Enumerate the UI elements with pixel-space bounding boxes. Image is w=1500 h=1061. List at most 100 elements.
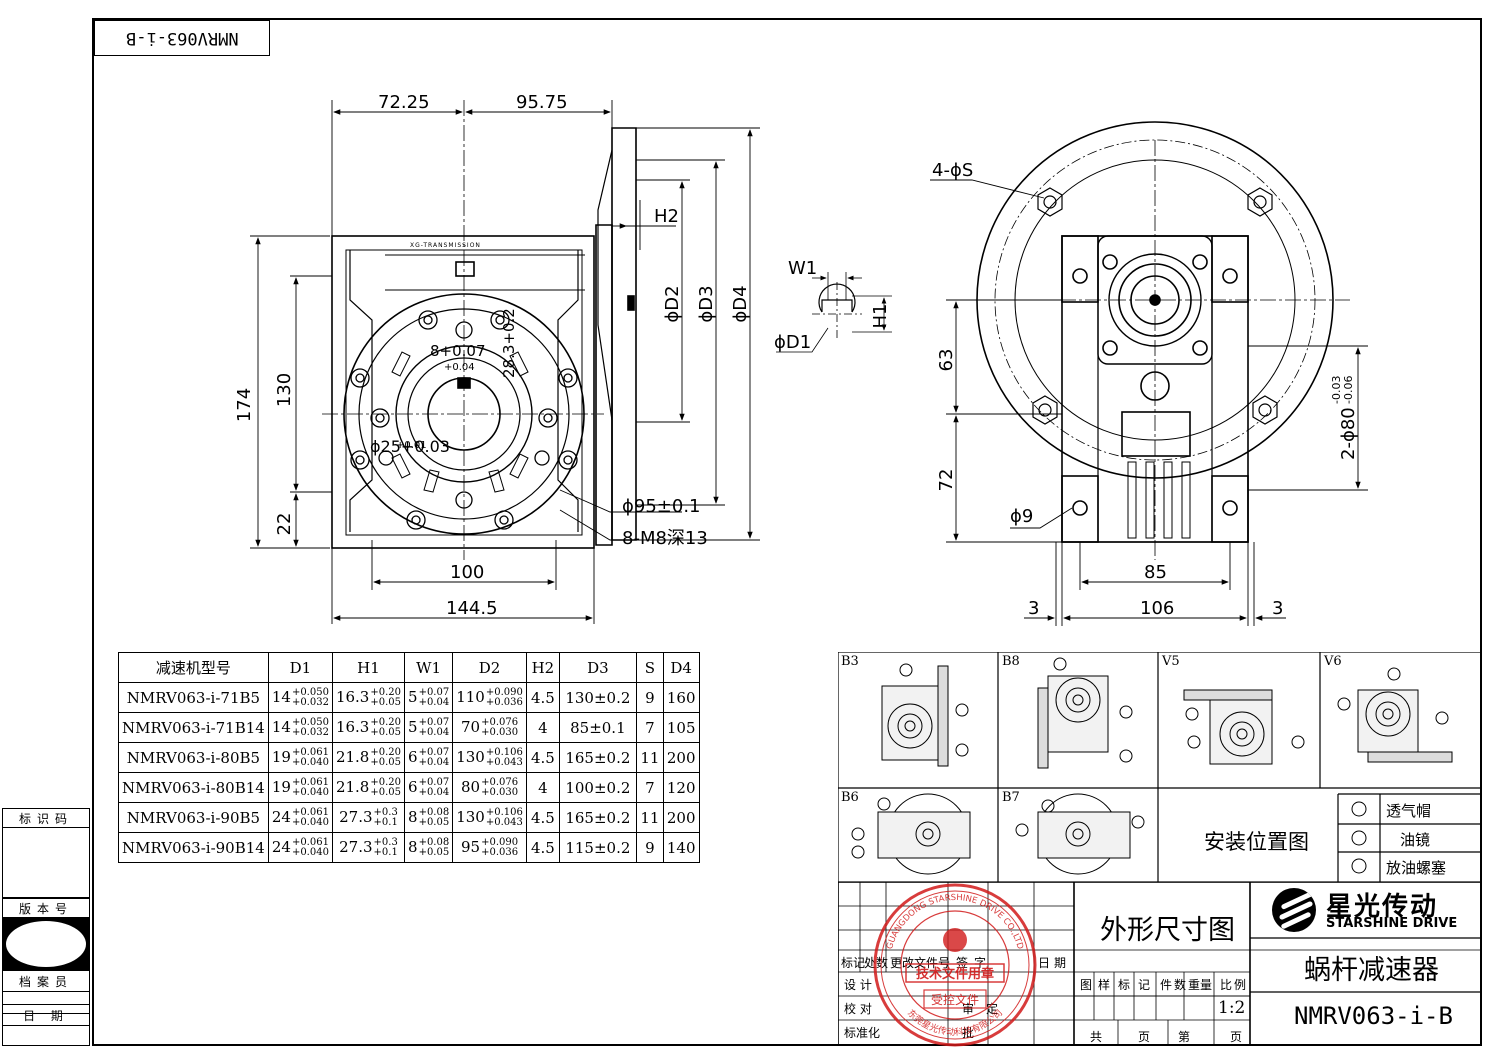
cell-d2-nominal: 110 [456,687,485,706]
product-name: 蜗杆减速器 [1304,955,1439,986]
cell-d2-lower: +0.036 [485,696,523,708]
col-d4: D4 [662,652,700,683]
cell-d4: 140 [662,832,700,863]
dim-22: 22 [274,513,295,536]
strip-id-code-label: 标识码 [18,811,73,826]
cell-d2: 110+0.090+0.036 [452,682,527,713]
col-d3: D3 [558,652,637,683]
strip-version: 版本号 [2,898,90,918]
title-block: 标记 处数 更改文件号 签 字 日 期 设 计 校 对 标准化 审 定 批 图 … [838,882,1482,1046]
dim-25-bore: ϕ25+0.03 [370,437,450,456]
dim-4-s: 4-ϕS [932,160,973,181]
cell-d1-upper: +0.061 [291,776,329,788]
housing-outline [331,235,595,549]
tb-approve-a: 批 [962,1026,975,1040]
dim-80-tol-lower: -0.06 [1342,376,1355,404]
cell-d1-lower: +0.040 [291,816,329,828]
cell-h1: 27.3+0.3+0.1 [331,832,406,863]
cell-s: 11 [635,742,664,773]
cell-d1-nominal: 14 [271,687,291,706]
cell-d2-nominal: 130 [456,807,485,826]
tb-attr-0: 图 [1080,978,1093,992]
strip-archivist-blank [2,992,90,1014]
cell-d1-nominal: 19 [271,777,291,796]
cell-d2-tolerance: +0.076+0.030 [481,777,519,798]
dim-106: 106 [1140,598,1174,619]
tb-approve2: 定 [986,1002,999,1016]
strip-date-blank [2,1026,90,1046]
cell-h1-lower: +0.1 [373,816,398,828]
dim-3-left: 3 [1028,598,1039,619]
cell-d1: 14+0.050+0.032 [267,712,333,743]
cell-w1-lower: +0.04 [418,786,450,798]
cell-h2: 4.5 [525,802,560,833]
cell-d2-lower: +0.043 [485,756,523,768]
cell-d2-tolerance: +0.090+0.036 [481,837,518,858]
cell-w1-lower: +0.04 [418,726,450,738]
spec-header-row: 减速机型号 D1 H1 W1 D2 H2 D3 S D4 [118,652,700,683]
cell-w1: 5+0.07+0.04 [404,712,454,743]
cell-d1: 24+0.061+0.040 [267,832,333,863]
cell-w1-tolerance: +0.07+0.04 [418,776,450,798]
tb-check: 校 对 [844,1002,872,1016]
mount-label-b6: B6 [841,790,859,805]
tb-page: 页 [1138,1030,1151,1044]
cell-d4: 160 [662,682,700,713]
xg-badge: XG-TRANSMISSION [410,242,481,249]
mount-thumbnails [851,657,1453,875]
cell-d2-lower: +0.030 [481,786,519,798]
cell-h1-nominal: 16.3 [335,687,370,706]
company-stamp: GUANGDONG STARSHINE DRIVE CO.,LTD 东莞星光传动… [873,883,1037,1047]
col-s: S [635,652,664,683]
strip-id-blank [2,828,90,898]
mount-label-v5: V5 [1162,654,1180,669]
dim-3-right: 3 [1272,598,1283,619]
tb-nth: 第 [1178,1030,1191,1044]
cell-d1-lower: +0.032 [291,696,329,708]
dim-95: ϕ95±0.1 [622,496,701,517]
cell-w1-upper: +0.07 [418,776,450,788]
cell-model: NMRV063-i-90B14 [118,832,269,863]
cell-d2-lower: +0.030 [481,726,519,738]
cell-h1-lower: +0.1 [373,846,398,858]
strip-archivist-label: 档案员 [18,974,73,989]
cell-h1-lower: +0.05 [370,726,402,738]
cell-h1-upper: +0.20 [370,686,402,698]
cell-w1-nominal: 8 [408,837,418,856]
tb-date2: 期 [1054,956,1067,970]
cell-h1-tolerance: +0.20+0.05 [370,686,402,708]
tb-design: 设 计 [844,978,872,992]
cell-d1-nominal: 14 [271,717,291,736]
mount-label-b7: B7 [1002,790,1020,805]
cell-d1: 19+0.061+0.040 [267,742,333,773]
col-h2: H2 [525,652,560,683]
cell-w1-upper: +0.07 [418,686,450,698]
cell-w1-upper: +0.07 [418,746,450,758]
cell-h1-tolerance: +0.3+0.1 [373,807,398,828]
dim-h2: H2 [654,206,679,227]
tb-scale: 1:2 [1218,998,1246,1018]
col-w1: W1 [404,652,454,683]
cell-w1: 8+0.08+0.05 [404,832,454,863]
dim-d3: ϕD3 [696,285,717,322]
dim-8-key: 8+0.07 [430,342,486,360]
strip-date: 日 期 [2,1004,90,1026]
dim-phi-9: ϕ9 [1010,506,1033,527]
legend-oil-sight: 油镜 [1400,831,1431,849]
tb-attr-9: 例 [1234,978,1247,992]
cell-w1-upper: +0.07 [418,716,450,728]
cell-h1-nominal: 21.8 [335,747,370,766]
cell-d3: 115±0.2 [558,832,637,863]
rib-slots [391,351,529,493]
strip-version-label: 版本号 [18,901,73,916]
cell-d1-upper: +0.050 [291,686,329,698]
shaft-dim-text: W1 H1 ϕD1 [774,258,891,353]
cell-w1-tolerance: +0.07+0.04 [418,686,450,708]
cell-d2: 70+0.076+0.030 [452,712,527,743]
shaft-section [776,272,892,353]
side-dim-text: 4-ϕS 63 72 ϕ9 85 106 3 3 2-ϕ80 -0.03 -0.… [932,160,1359,619]
cell-d2-nominal: 70 [460,717,481,736]
